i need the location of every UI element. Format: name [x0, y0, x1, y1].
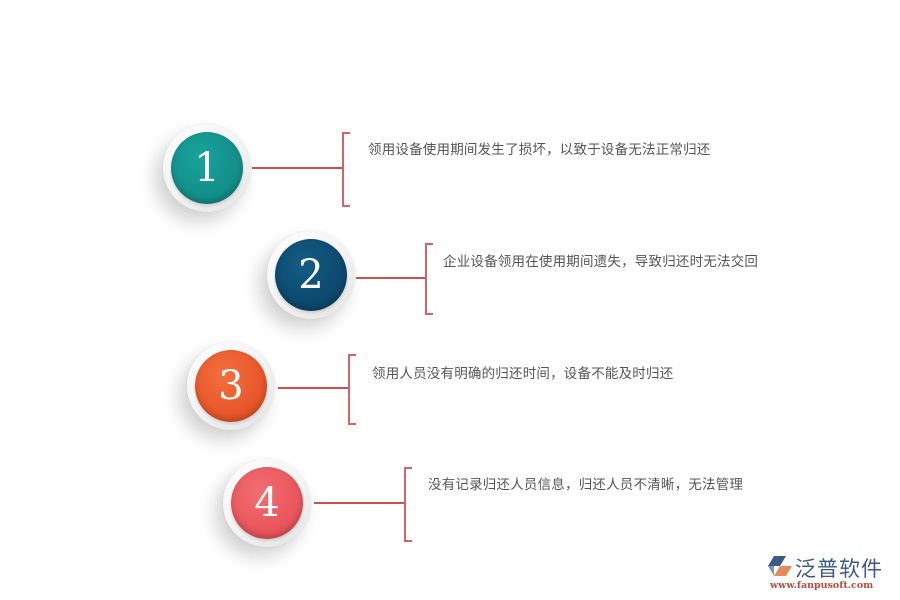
fanpu-logo-icon: [768, 556, 792, 576]
number-badge-2: 2: [267, 231, 355, 319]
connector-line: [356, 277, 426, 279]
item-number: 2: [298, 252, 324, 298]
bracket: [348, 354, 356, 425]
connector-line: [252, 167, 342, 169]
connector-line: [314, 502, 404, 504]
number-badge-4: 4: [223, 459, 311, 547]
number-disc: 4: [231, 467, 303, 539]
item-number: 1: [194, 145, 220, 191]
brand-logo: 泛普软件 www.fanpusoft.com: [768, 553, 893, 595]
connector-line: [278, 387, 348, 389]
item-text: 领用设备使用期间发生了损坏，以致于设备无法正常归还: [368, 142, 711, 158]
item-text: 企业设备领用在使用期间遗失，导致归还时无法交回: [443, 254, 759, 270]
number-disc: 3: [195, 350, 267, 422]
bracket: [425, 243, 433, 315]
logo-name: 泛普软件: [795, 557, 883, 581]
number-badge-1: 1: [163, 124, 251, 212]
bracket: [342, 132, 350, 207]
logo-url: www.fanpusoft.com: [770, 580, 874, 591]
item-number: 4: [254, 480, 280, 526]
item-text: 没有记录归还人员信息，归还人员不清晰，无法管理: [428, 477, 744, 493]
number-disc: 1: [171, 132, 243, 204]
number-badge-3: 3: [187, 342, 275, 430]
bracket: [404, 467, 412, 542]
item-text: 领用人员没有明确的归还时间，设备不能及时归还: [372, 366, 674, 382]
item-number: 3: [218, 363, 244, 409]
number-disc: 2: [275, 239, 347, 311]
